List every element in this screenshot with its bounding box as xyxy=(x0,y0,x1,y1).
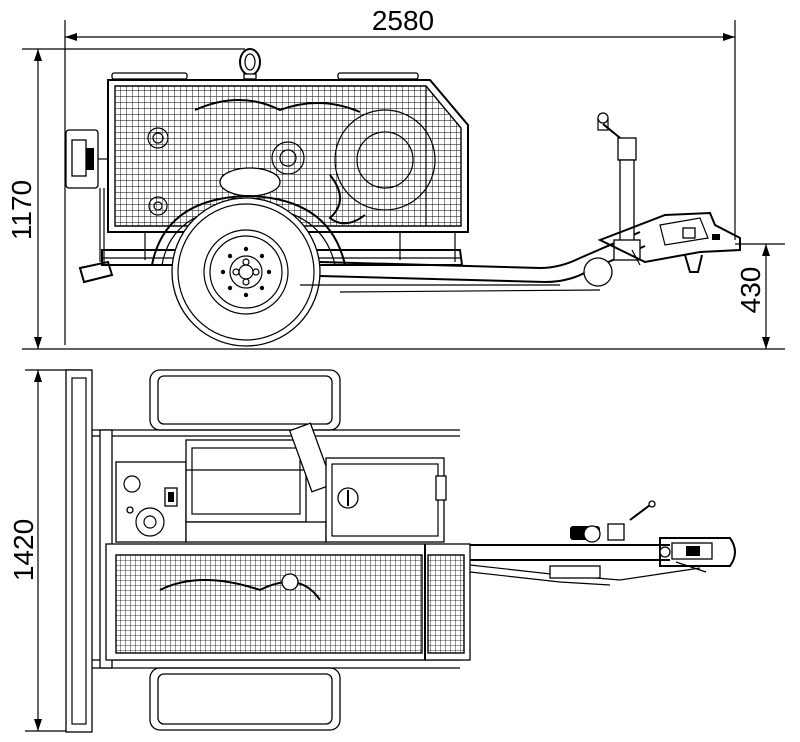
engine-block-icon xyxy=(185,422,334,543)
towing-hitch-icon xyxy=(659,537,736,567)
engine-silhouette xyxy=(147,99,436,225)
mesh-guard-icon xyxy=(105,543,471,661)
rear-light-icon xyxy=(65,129,108,189)
alternator-box xyxy=(325,457,447,543)
top-view xyxy=(65,369,736,733)
towing-hitch-icon xyxy=(597,211,741,273)
overall-length-label: 2580 xyxy=(372,5,434,36)
lifting-eye-icon xyxy=(239,48,261,80)
overall-height-label: 1170 xyxy=(6,180,37,240)
bumper-bar-icon xyxy=(65,369,93,733)
jockey-wheel-icon xyxy=(597,112,641,261)
side-view xyxy=(65,48,741,347)
fender-icon xyxy=(149,369,341,731)
top-cap-left xyxy=(111,72,188,80)
dimension-overall-width: 1420 xyxy=(8,369,80,732)
top-cap-right xyxy=(337,72,419,80)
fender xyxy=(151,194,346,266)
jockey-wheel-icon xyxy=(570,500,656,543)
tow-drawbar-icon xyxy=(300,231,646,293)
tow-drawbar-icon xyxy=(469,544,707,586)
dimension-hitch-height: 430 xyxy=(735,243,785,349)
wheel-icon xyxy=(171,197,321,347)
hitch-height-label: 430 xyxy=(735,267,766,314)
control-panel-icon xyxy=(115,461,187,543)
dimension-overall-length: 2580 xyxy=(64,5,736,345)
mesh-guard-icon xyxy=(107,79,469,233)
overall-width-label: 1420 xyxy=(8,519,39,581)
